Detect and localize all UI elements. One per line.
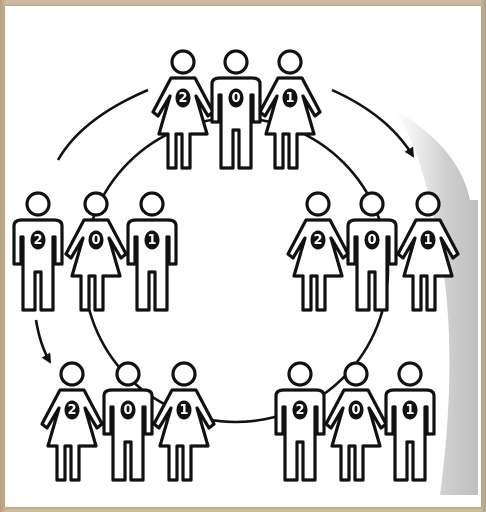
rotation-arrow-top-left <box>58 90 148 160</box>
family-group-bottom-left: 2 0 1 <box>42 363 214 480</box>
figure-number: 0 <box>351 403 360 418</box>
male-figure-2: 2 <box>276 363 324 480</box>
figure-number: 1 <box>405 403 414 418</box>
family-group-left: 2 0 1 <box>14 193 176 310</box>
figure-number: 2 <box>33 233 42 248</box>
female-figure-2: 2 <box>153 51 213 168</box>
male-figure-0: 0 <box>104 363 152 480</box>
figure-number: 0 <box>123 403 132 418</box>
head <box>307 193 329 215</box>
figure-number: 2 <box>313 233 322 248</box>
rotation-arrow-left <box>36 320 50 362</box>
head <box>345 363 367 385</box>
female-figure-1: 1 <box>154 363 214 480</box>
male-figure-2: 2 <box>14 193 62 310</box>
head <box>172 51 194 73</box>
male-figure-1: 1 <box>128 193 176 310</box>
head <box>225 51 247 73</box>
male-figure-0: 0 <box>212 51 260 168</box>
female-figure-0: 0 <box>66 193 126 310</box>
family-group-right: 2 0 1 <box>288 193 458 310</box>
figure-number: 1 <box>179 403 188 418</box>
family-group-top: 2 0 1 <box>153 51 320 168</box>
family-group-bottom-right: 2 0 1 <box>276 363 434 480</box>
female-figure-1: 1 <box>260 51 320 168</box>
head <box>85 193 107 215</box>
head <box>61 363 83 385</box>
head <box>361 193 383 215</box>
figure-number: 0 <box>367 233 376 248</box>
rotation-arrow-top-right <box>332 90 413 156</box>
head <box>399 363 421 385</box>
figure-number: 0 <box>91 233 100 248</box>
head <box>141 193 163 215</box>
female-figure-2: 2 <box>42 363 102 480</box>
male-figure-0: 0 <box>348 193 396 310</box>
figure-number: 2 <box>178 91 187 106</box>
figure-number: 1 <box>285 91 294 106</box>
figure-number: 2 <box>295 403 304 418</box>
head <box>417 193 439 215</box>
figure-number: 2 <box>67 403 76 418</box>
head <box>27 193 49 215</box>
head <box>173 363 195 385</box>
head <box>279 51 301 73</box>
figure-number: 1 <box>423 233 432 248</box>
female-figure-2: 2 <box>288 193 348 310</box>
head <box>289 363 311 385</box>
figure-number: 1 <box>147 233 156 248</box>
head <box>117 363 139 385</box>
figure-number: 0 <box>231 91 240 106</box>
female-figure-0: 0 <box>326 363 386 480</box>
male-figure-1: 1 <box>386 363 434 480</box>
